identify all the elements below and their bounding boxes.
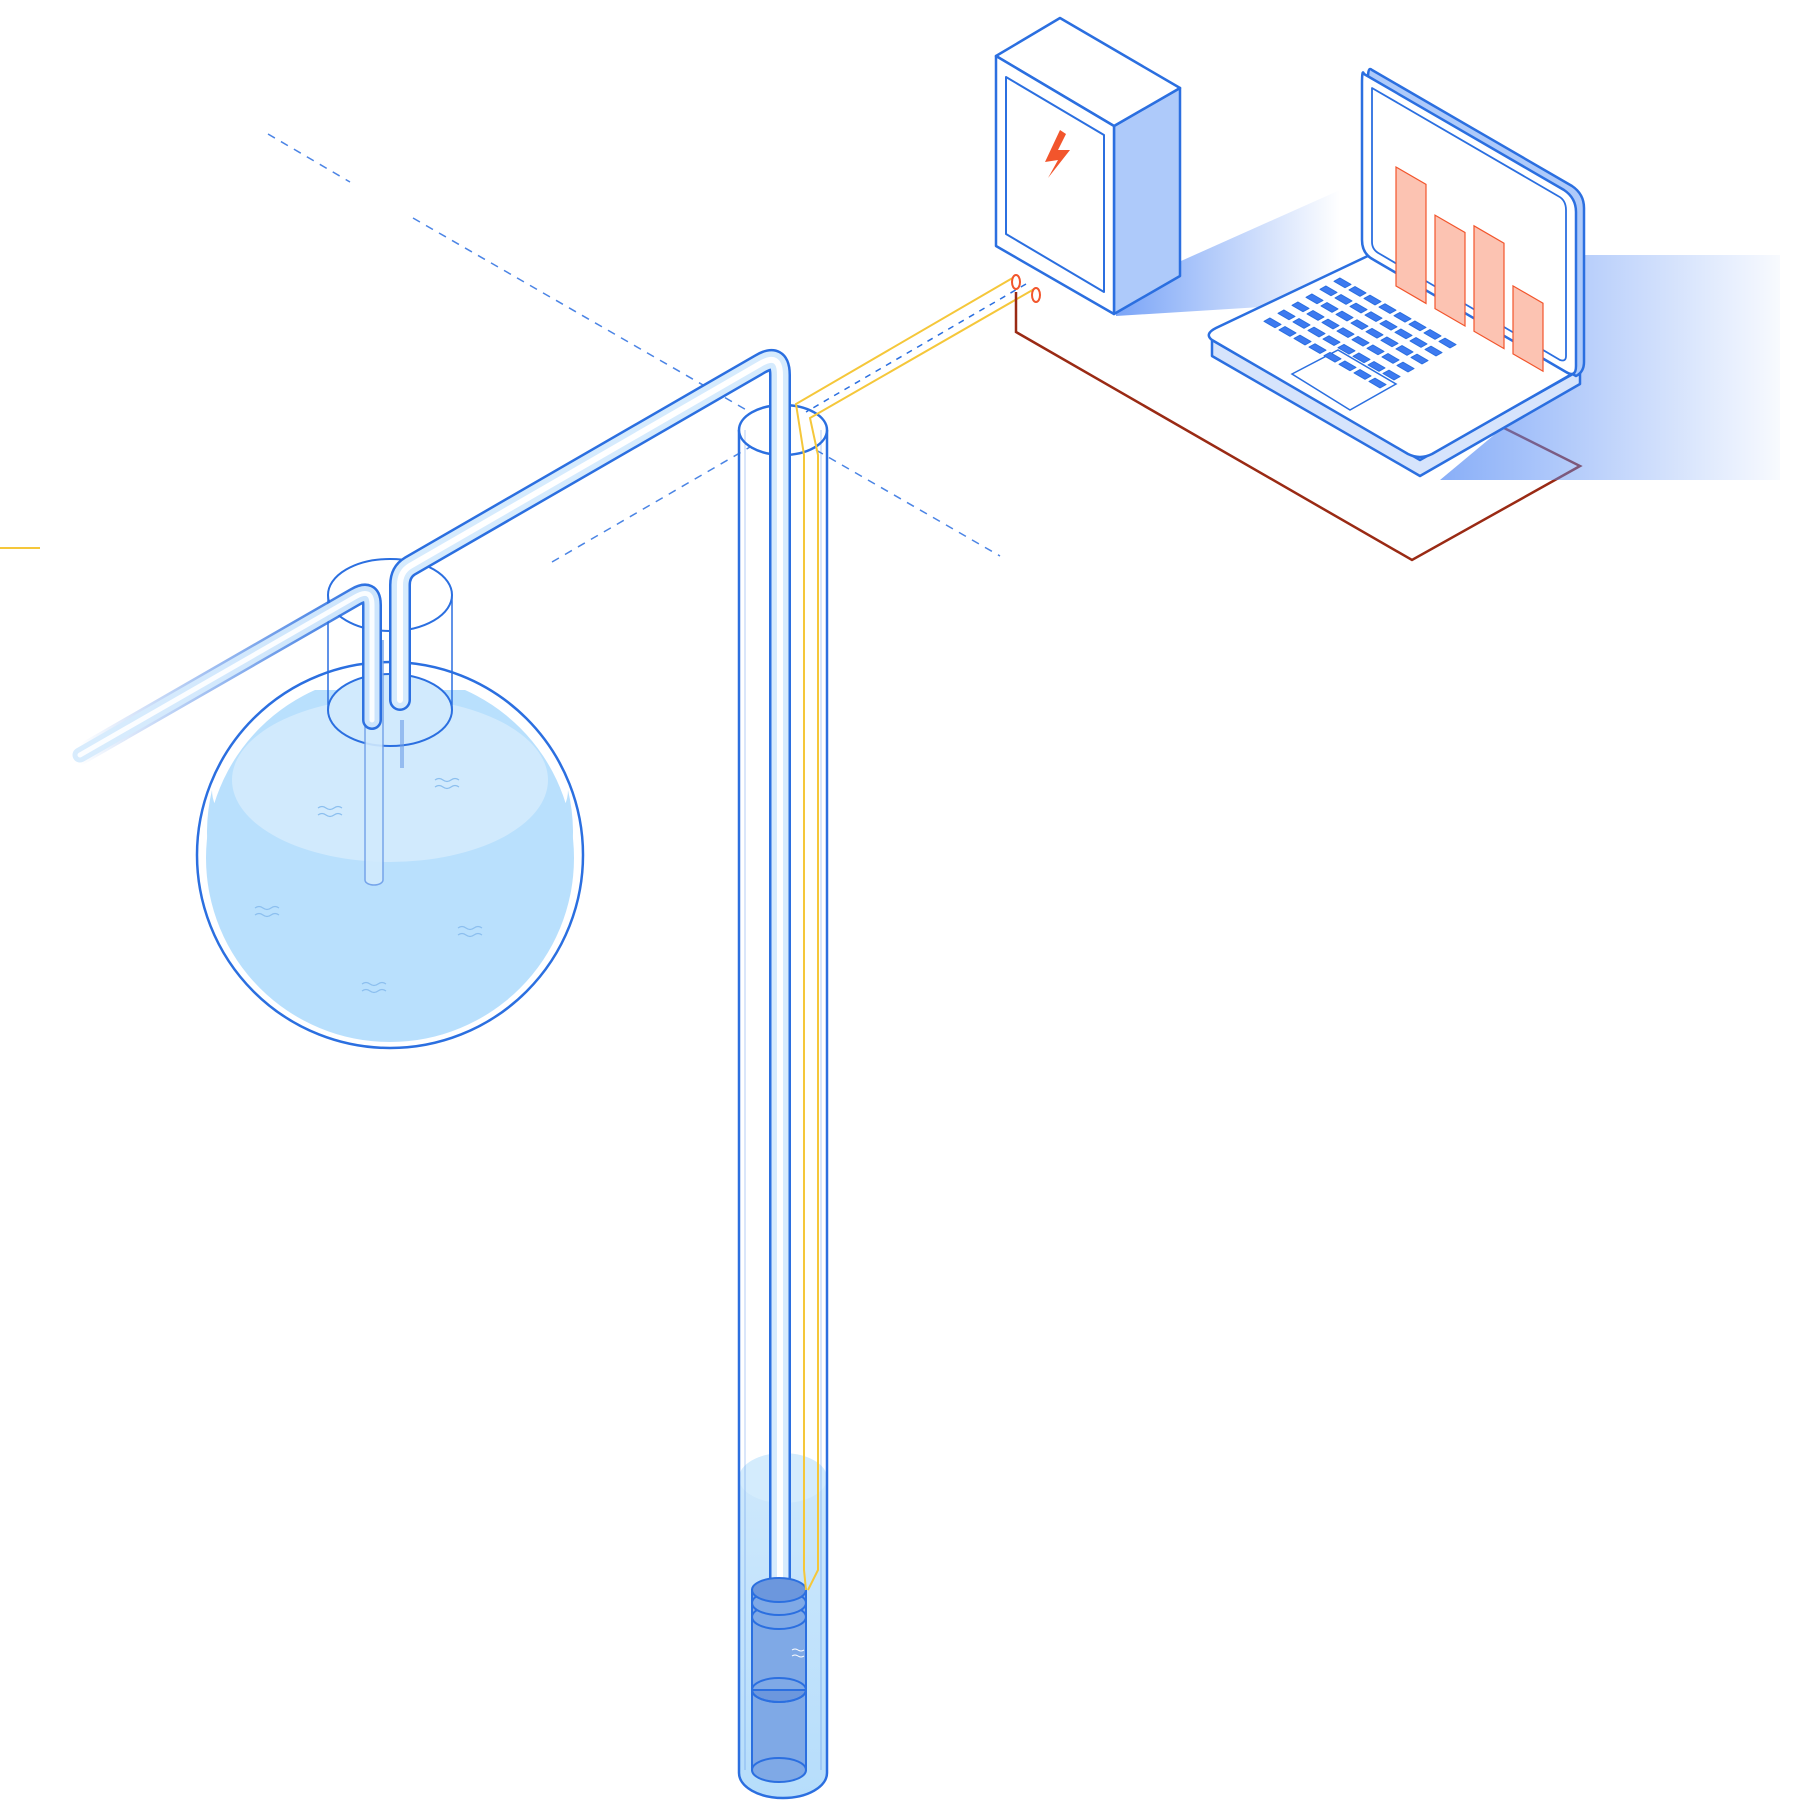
keyboard-key bbox=[1334, 294, 1353, 305]
keyboard-key bbox=[1319, 285, 1338, 297]
lightning-icon bbox=[1045, 130, 1070, 178]
keyboard-key bbox=[1333, 277, 1352, 289]
keyboard-key bbox=[1323, 351, 1342, 363]
laptop-monitoring bbox=[1207, 67, 1780, 480]
keyboard-key bbox=[1379, 319, 1398, 331]
tank-water-ripples bbox=[254, 777, 483, 994]
cabinet-door bbox=[1005, 76, 1105, 293]
keyboard-key bbox=[1366, 344, 1385, 356]
laptop-shadow bbox=[1440, 255, 1780, 480]
well-bottom bbox=[737, 1772, 829, 1800]
keyboard-key bbox=[1263, 317, 1282, 329]
keyboard-key bbox=[1353, 369, 1372, 380]
cabinet-shadow bbox=[1116, 190, 1340, 316]
keyboard-key bbox=[1350, 319, 1369, 330]
cabinet-side bbox=[1112, 86, 1182, 316]
keyboard-key bbox=[1322, 335, 1341, 346]
guide-line-3 bbox=[551, 417, 801, 563]
laptop-keyboard bbox=[1263, 277, 1457, 389]
keyboard-key bbox=[1395, 345, 1414, 356]
keyboard-key bbox=[1367, 361, 1386, 372]
guide-line-2 bbox=[412, 217, 1001, 557]
keyboard-key bbox=[1394, 328, 1413, 340]
keyboard-key bbox=[1368, 377, 1387, 389]
keyboard-key bbox=[1363, 294, 1382, 306]
keyboard-key bbox=[1308, 343, 1327, 354]
keyboard-key bbox=[1365, 327, 1384, 339]
keyboard-key bbox=[1351, 335, 1370, 347]
riser-pipe bbox=[389, 348, 791, 1601]
bar-chart-icon bbox=[1395, 165, 1544, 373]
keyboard-key bbox=[1278, 326, 1297, 337]
outflow-pipe bbox=[70, 583, 382, 765]
keyboard-key bbox=[1438, 337, 1457, 349]
screen-bar bbox=[1434, 214, 1466, 328]
keyboard-key bbox=[1336, 327, 1355, 338]
keyboard-key bbox=[1321, 318, 1340, 330]
keyboard-key bbox=[1396, 361, 1415, 373]
keyboard-key bbox=[1338, 360, 1357, 372]
keyboard-key bbox=[1305, 293, 1324, 305]
keyboard-key bbox=[1352, 352, 1371, 364]
ground-guide-lines bbox=[267, 133, 1001, 563]
screen-bar bbox=[1395, 165, 1427, 305]
keyboard-key bbox=[1382, 369, 1401, 381]
keyboard-key bbox=[1381, 353, 1400, 364]
screen-bar bbox=[1473, 224, 1505, 350]
electrical-control-cabinet bbox=[994, 16, 1340, 316]
laptop-base-front bbox=[1210, 338, 1582, 478]
submersible-pump bbox=[751, 1577, 807, 1783]
screen-bar bbox=[1512, 284, 1544, 373]
keyboard-key bbox=[1393, 311, 1412, 323]
keyboard-key bbox=[1307, 326, 1326, 338]
keyboard-key bbox=[1335, 310, 1354, 322]
guide-line-1 bbox=[267, 133, 351, 183]
keyboard-key bbox=[1364, 311, 1383, 322]
power-cable bbox=[794, 275, 1037, 1591]
keyboard-key bbox=[1291, 301, 1310, 313]
pump-top bbox=[751, 1577, 807, 1603]
spherical-water-tank bbox=[195, 558, 585, 1050]
keyboard-key bbox=[1320, 302, 1339, 313]
keyboard-key bbox=[1409, 337, 1428, 348]
keyboard-key bbox=[1380, 336, 1399, 348]
keyboard-key bbox=[1410, 353, 1429, 365]
cable-connectors bbox=[1011, 274, 1041, 303]
keyboard-key bbox=[1277, 309, 1296, 321]
keyboard-key bbox=[1424, 345, 1443, 357]
tank-water-surface bbox=[232, 698, 548, 862]
keyboard-key bbox=[1349, 302, 1368, 314]
keyboard-key bbox=[1348, 286, 1367, 297]
keyboard-key bbox=[1408, 320, 1427, 332]
keyboard-key bbox=[1423, 329, 1442, 340]
keyboard-key bbox=[1337, 343, 1356, 355]
keyboard-key bbox=[1293, 334, 1312, 346]
keyboard-key bbox=[1292, 318, 1311, 329]
laptop-trackpad bbox=[1290, 349, 1398, 411]
keyboard-key bbox=[1378, 303, 1397, 314]
keyboard-key bbox=[1306, 310, 1325, 321]
